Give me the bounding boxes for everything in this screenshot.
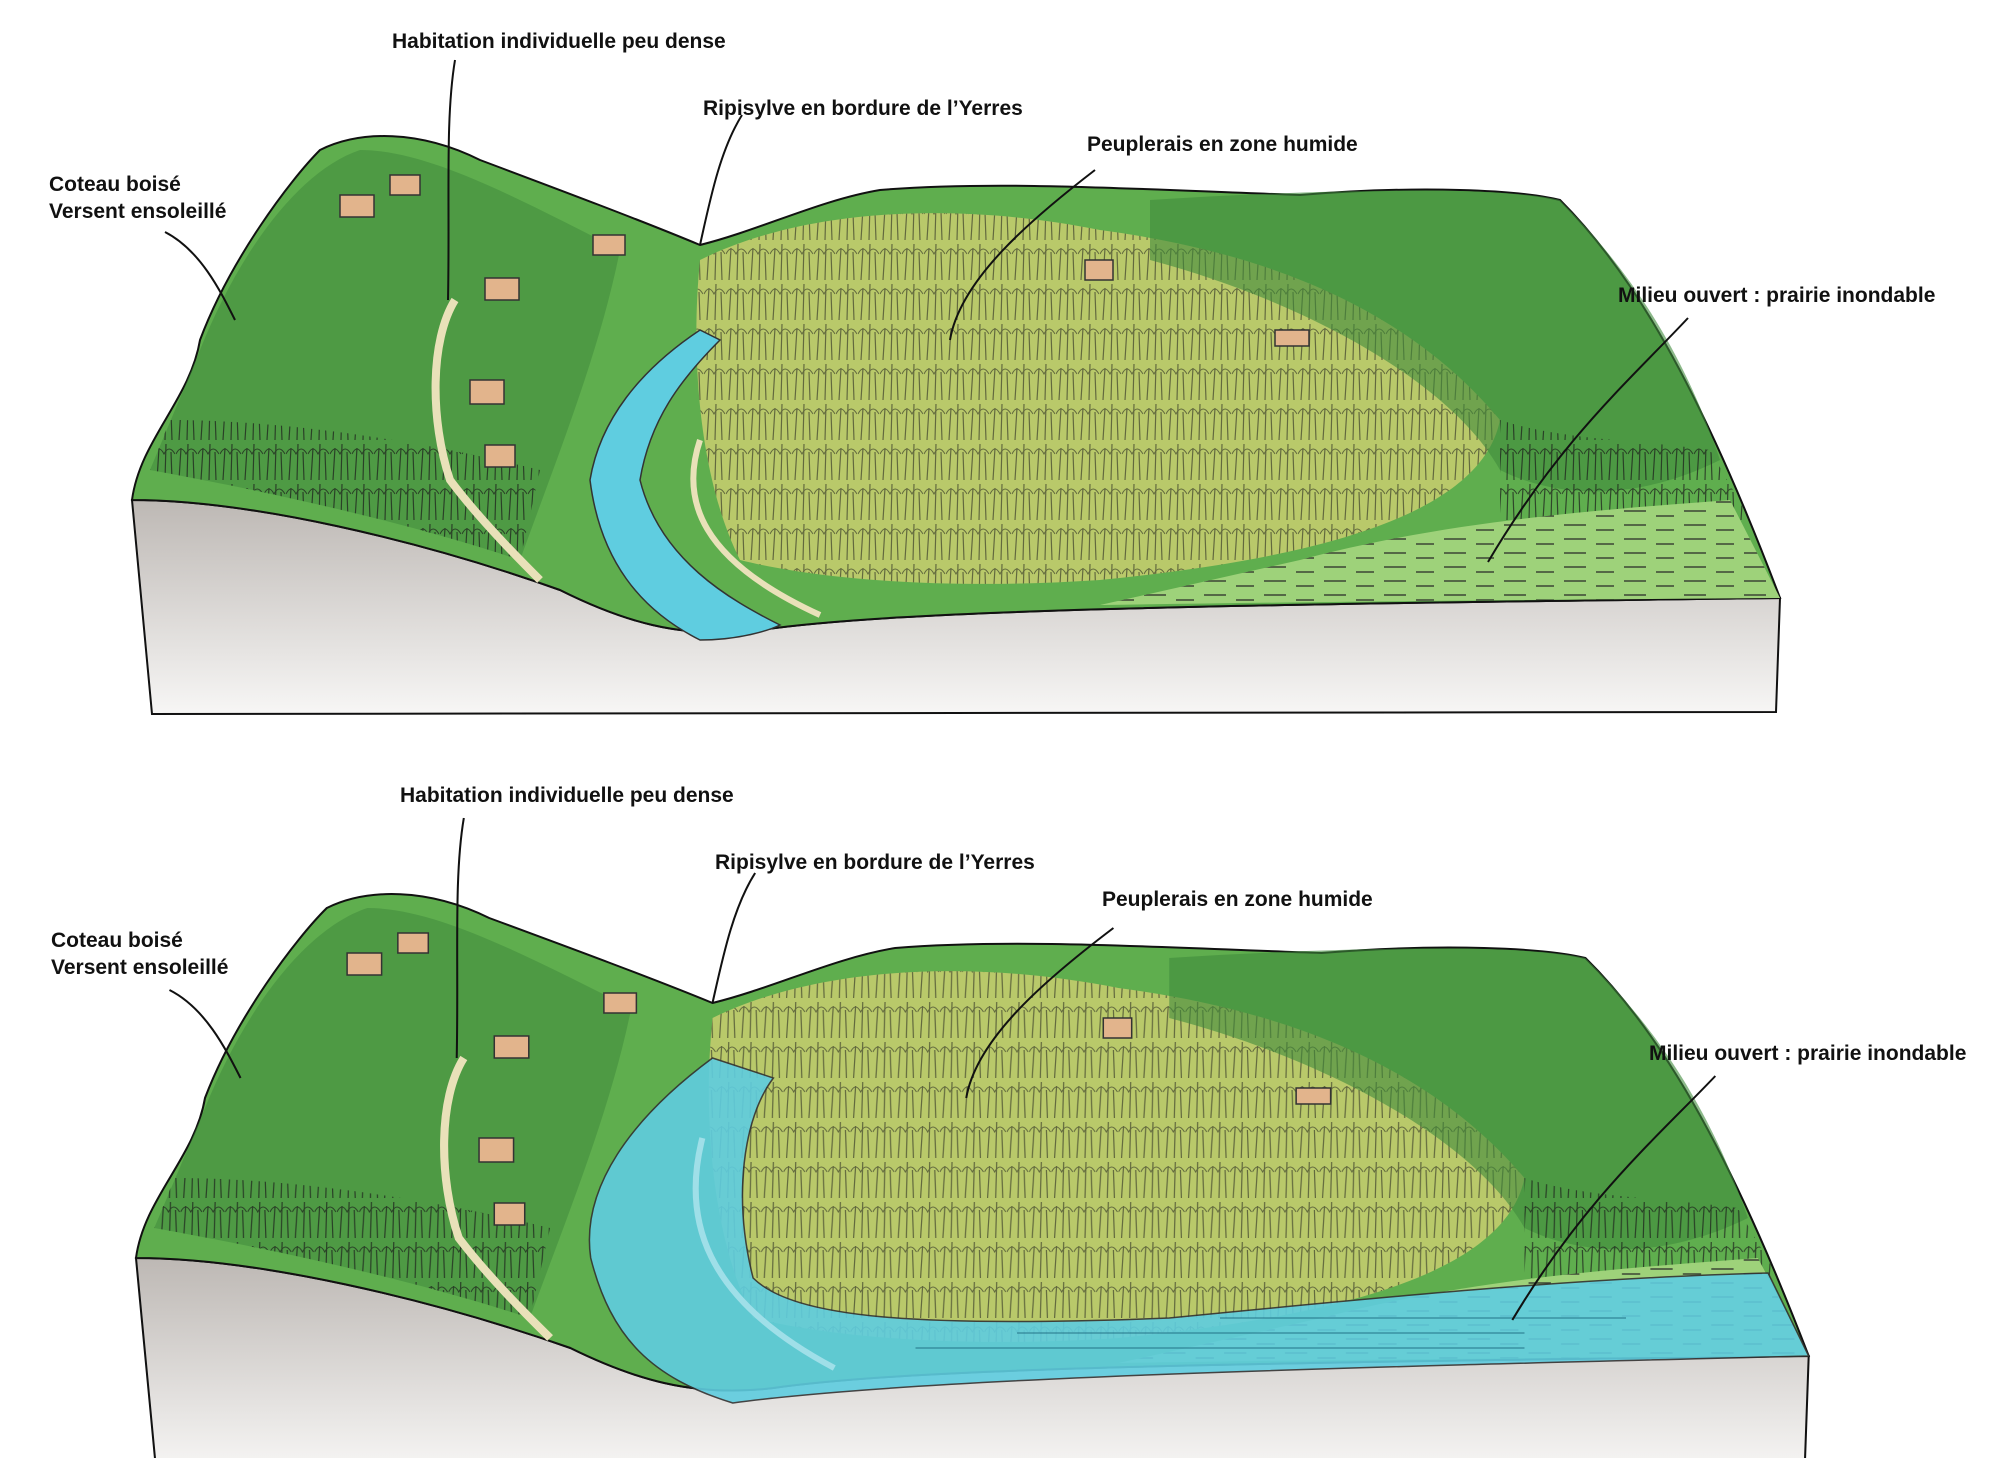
label-milieu-ouvert: Milieu ouvert : prairie inondable xyxy=(1618,284,1936,307)
block-diagram-flooded xyxy=(136,817,1810,1458)
label-coteau: Coteau boisé Versent ensoleillé xyxy=(49,171,226,225)
label-peupleraie: Peuplerais en zone humide xyxy=(1102,888,1373,911)
label-coteau-line1: Coteau boisé xyxy=(51,929,183,952)
label-habitation: Habitation individuelle peu dense xyxy=(400,784,734,807)
label-ripisylve: Ripisylve en bordure de l’Yerres xyxy=(715,851,1035,874)
label-coteau-line2: Versent ensoleillé xyxy=(49,200,227,223)
label-peupleraie: Peuplerais en zone humide xyxy=(1087,133,1358,156)
label-ripisylve: Ripisylve en bordure de l’Yerres xyxy=(703,97,1023,120)
label-coteau-line2: Versent ensoleillé xyxy=(51,956,229,979)
river-path xyxy=(690,439,822,618)
flooded-path xyxy=(692,1137,836,1371)
leader-lines xyxy=(169,817,1717,1321)
label-habitation: Habitation individuelle peu dense xyxy=(392,30,726,53)
block-diagram-current xyxy=(132,59,1780,714)
label-milieu-ouvert: Milieu ouvert : prairie inondable xyxy=(1649,1042,1967,1065)
terrain-block xyxy=(132,136,1780,714)
leader-lines xyxy=(164,59,1689,563)
label-coteau: Coteau boisé Versent ensoleillé xyxy=(51,927,228,981)
river-yerres xyxy=(589,329,782,641)
flood-plain-water xyxy=(588,1057,1810,1404)
label-coteau-line1: Coteau boisé xyxy=(49,173,181,196)
